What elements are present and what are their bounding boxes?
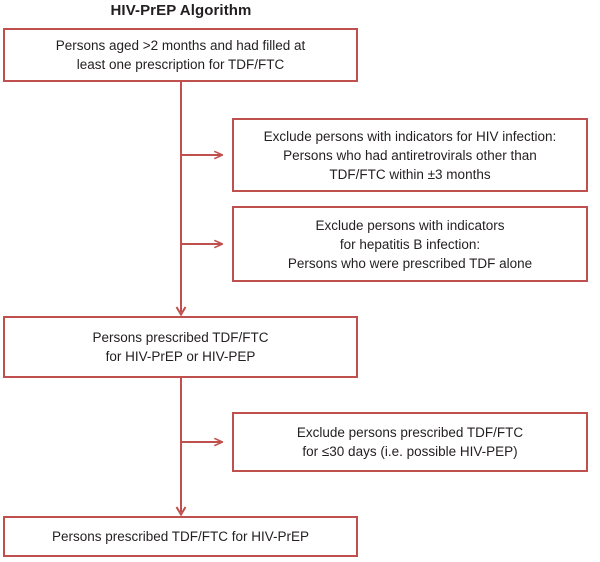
node-label: Exclude persons prescribed TDF/FTC for ≤… (296, 425, 524, 459)
node-exclusion-hepatitis-b: Exclude persons with indicators for hepa… (232, 206, 588, 282)
node-label: Exclude persons with indicators for HIV … (263, 128, 557, 182)
arrowhead-into-main-3 (175, 506, 187, 517)
node-exclusion-hiv: Exclude persons with indicators for HIV … (232, 118, 588, 192)
node-cohort-prep-or-pep: Persons prescribed TDF/FTC for HIV-PrEP … (3, 316, 358, 378)
page-title: HIV-PrEP Algorithm (110, 2, 252, 19)
arrowhead-into-main-2 (175, 306, 187, 317)
node-cohort-initial: Persons aged >2 months and had filled at… (3, 28, 358, 82)
node-exclusion-short-course: Exclude persons prescribed TDF/FTC for ≤… (232, 412, 588, 472)
node-label: Persons prescribed TDF/FTC for HIV-PrEP (51, 529, 310, 544)
node-cohort-final-prep: Persons prescribed TDF/FTC for HIV-PrEP (3, 516, 358, 557)
node-label: Exclude persons with indicators for hepa… (287, 217, 533, 271)
node-label: Persons prescribed TDF/FTC for HIV-PrEP … (92, 330, 269, 364)
node-label: Persons aged >2 months and had filled at… (55, 38, 306, 72)
